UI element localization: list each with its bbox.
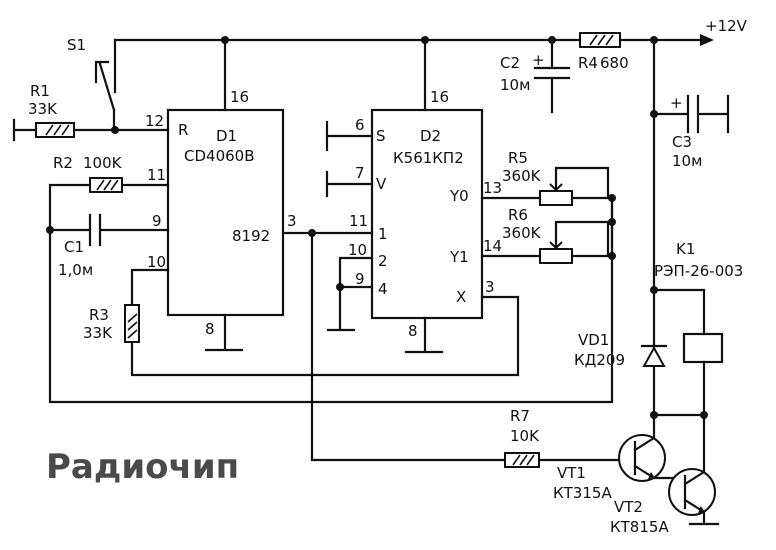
c1-value: 1,0м [58,261,93,279]
brand-logo: Радиочип [46,447,239,487]
d1-name: D1 [216,127,237,145]
d2-part: К561КП2 [393,149,464,167]
trimmer-r6 [480,220,614,264]
diode-vd1 [640,344,668,367]
r5-name: R5 [508,149,528,167]
feedback-wire [48,196,614,404]
d2-pin-4-label: 4 [378,280,388,298]
d2-pin-v: 7 [355,164,365,182]
chip-d2 [325,38,484,354]
vt2-name: VT2 [614,498,643,516]
transistor-vt1 [618,413,678,482]
trimmer-r5 [480,166,614,206]
r7-value: 10K [510,427,540,445]
d2-pin-10: 10 [348,241,367,259]
d2-pin-3: 3 [485,278,495,296]
r3-name: R3 [89,306,109,324]
resistor-r1 [12,118,170,142]
d2-pin-2-label: 2 [378,252,388,270]
transistor-vt2 [668,413,720,526]
vt1-part: КТ315А [553,484,612,502]
r1-value: 33K [28,100,58,118]
d1-part: CD4060B [184,147,255,165]
power-label: +12V [705,17,748,35]
c2-plus: + [532,51,545,69]
k1-name: K1 [676,240,695,258]
k1-part: РЭП-26-003 [654,262,743,280]
d2-pin-13: 13 [483,179,502,197]
signal-wire [281,231,507,462]
s1-label: S1 [67,36,86,54]
d1-pin-3: 3 [287,212,297,230]
power-rail [113,34,714,46]
d2-pin-v-label: V [376,175,387,193]
capacitor-c2 [533,38,571,114]
d2-pin-11: 11 [349,212,368,230]
d2-pin-s: 6 [355,116,365,134]
c2-name: C2 [500,54,520,72]
c2-value: 10м [500,76,530,94]
d2-pin-14: 14 [483,237,502,255]
d1-pin-gnd: 8 [205,320,215,338]
d2-y0-label: Y0 [449,187,469,205]
resistor-r7 [504,452,628,468]
r1-name: R1 [30,82,50,100]
chip-d1 [166,38,285,352]
d1-pin-10: 10 [147,253,166,271]
c3-name: C3 [672,133,692,151]
r5-value: 360K [502,167,542,185]
c3-value: 10м [672,152,702,170]
vd1-name: VD1 [578,331,609,349]
vt2-part: КТ815А [610,518,669,536]
resistor-r3 [124,268,520,377]
d2-pin-vdd: 16 [430,88,449,106]
c3-plus: + [670,94,683,112]
switch-s1 [94,38,117,132]
d2-x-label: X [456,288,466,306]
d2-pin-s-label: S [376,127,386,145]
resistor-r4 [579,32,621,48]
d2-pin-gnd: 8 [408,322,418,340]
d2-pin-9: 9 [355,270,365,288]
d1-pin-reset: 12 [145,112,164,130]
r7-name: R7 [510,407,530,425]
d1-pin-11: 11 [147,166,166,184]
vd1-part: КД209 [574,351,625,369]
d2-pin-1-label: 1 [378,225,388,243]
d1-out-label: 8192 [232,227,270,245]
c1-name: C1 [64,238,84,256]
d2-y1-label: Y1 [449,248,469,266]
d1-pin-vdd: 16 [230,88,249,106]
r3-value: 33K [83,324,113,342]
vt1-name: VT1 [557,464,586,482]
capacitor-c3 [652,94,730,134]
r4-value: 680 [600,54,629,72]
r4-name: R4 [578,54,598,72]
d2-name: D2 [420,127,441,145]
relay-k1 [652,288,724,417]
d1-pin-r-label: R [178,121,188,139]
r6-name: R6 [508,206,528,224]
r2-name: R2 [53,154,73,172]
junction-dots [46,36,708,419]
capacitor-c1 [48,213,170,247]
r2-value: 100K [83,154,123,172]
resistor-r2 [48,177,170,232]
arrow-right-icon [700,34,714,46]
d1-pin-9: 9 [152,212,162,230]
r6-value: 360K [502,224,542,242]
